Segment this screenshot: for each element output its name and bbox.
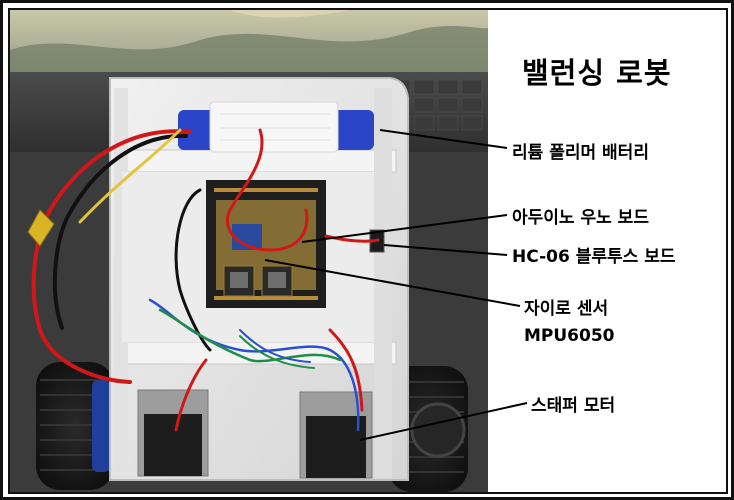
label-stepper-motor: 스태퍼 모터 <box>531 396 616 416</box>
label-gyro-sensor: 자이로 센서 <box>524 299 609 319</box>
arduino-shield <box>206 180 326 308</box>
robot-photo <box>10 10 488 492</box>
left-stepper-motor <box>137 389 209 477</box>
label-bluetooth: HC-06 블루투스 보드 <box>512 247 676 267</box>
figure-panel: 밸런싱 로봇 리튬 폴리머 배터리 아두이노 우노 보드 HC-06 블루투스 … <box>8 8 728 494</box>
background-painting-detail <box>10 25 488 72</box>
left-wheel <box>36 362 114 490</box>
lipo-battery <box>178 101 374 153</box>
label-arduino: 아두이노 우노 보드 <box>512 208 649 228</box>
label-battery: 리튬 폴리머 배터리 <box>512 143 649 163</box>
figure-title: 밸런싱 로봇 <box>522 56 672 90</box>
background-painting-detail-2 <box>230 10 350 18</box>
label-gyro-model: MPU6050 <box>524 326 615 346</box>
